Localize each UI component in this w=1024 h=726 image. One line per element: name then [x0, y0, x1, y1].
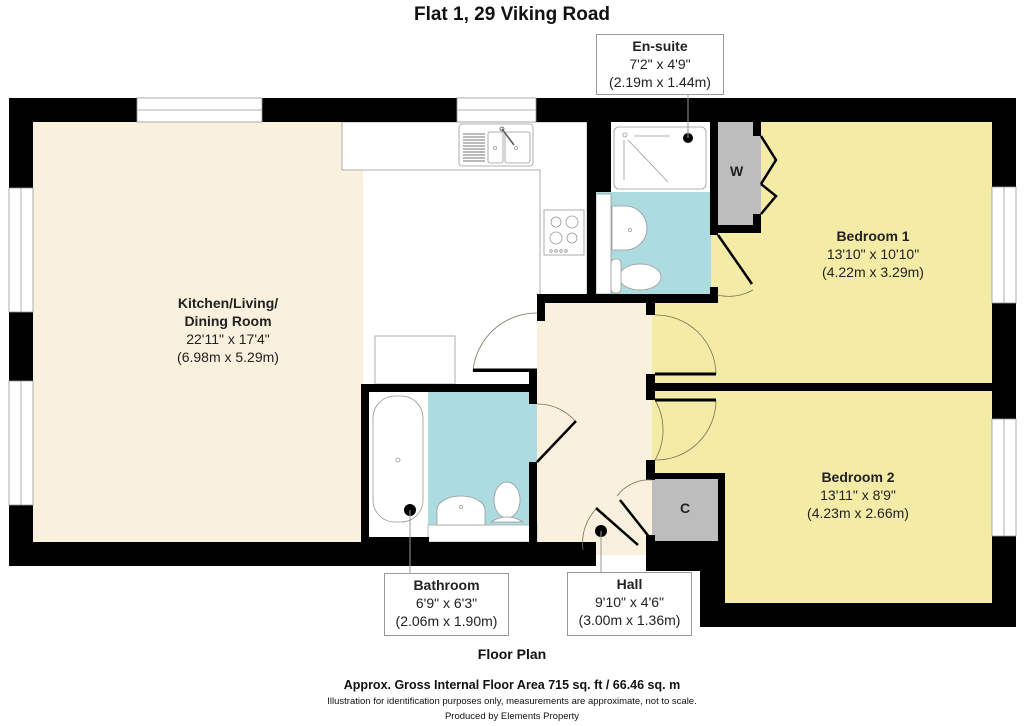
room-label-bedroom2: Bedroom 2 13'11" x 8'9" (4.23m x 2.66m): [807, 469, 909, 521]
shower-tray-icon: [613, 126, 707, 190]
floor-plan-label: Floor Plan: [477, 646, 547, 662]
cupboard-floor: [652, 479, 718, 541]
walls: [9, 98, 1016, 627]
kitchen-floor: [33, 122, 363, 542]
sink-icon: [458, 123, 534, 167]
credit: Produced by Elements Property: [444, 711, 580, 722]
ensuite-fixtures: [595, 122, 711, 295]
doors: [472, 135, 778, 551]
basin-icon: [611, 205, 648, 251]
appliance-unit: [374, 335, 456, 385]
floors: [33, 122, 993, 603]
windows: [8, 97, 1017, 537]
bathroom-toilet-icon: [493, 481, 521, 519]
callout-hall: Hall 9'10" x 4'6" (3.00m x 1.36m): [567, 572, 692, 636]
room-label-bedroom1: Bedroom 1 13'10" x 10'10" (4.22m x 3.29m…: [822, 228, 924, 280]
wardrobe-floor: [717, 122, 761, 225]
toilet-icon: [618, 263, 662, 291]
floor-area: Approx. Gross Internal Floor Area 715 sq…: [343, 678, 681, 692]
hob-icon: [543, 209, 585, 256]
plan-title: Flat 1, 29 Viking Road: [413, 4, 611, 25]
bathroom-fixtures: [372, 395, 525, 526]
wardrobe-tag: W: [730, 163, 744, 179]
bath-icon: [372, 395, 424, 523]
bathroom-basin-icon: [436, 495, 486, 526]
cupboard-tag: C: [680, 500, 691, 516]
hall-floor: [537, 297, 655, 555]
callout-leaders: [409, 95, 689, 574]
callout-bathroom: Bathroom 6'9" x 6'3" (2.06m x 1.90m): [384, 573, 509, 636]
callout-ensuite: En-suite 7'2" x 4'9" (2.19m x 1.44m): [596, 34, 724, 95]
disclaimer: Illustration for identification purposes…: [327, 696, 697, 707]
room-label-kitchen: Kitchen/Living/ Dining Room 22'11" x 17'…: [177, 295, 279, 365]
